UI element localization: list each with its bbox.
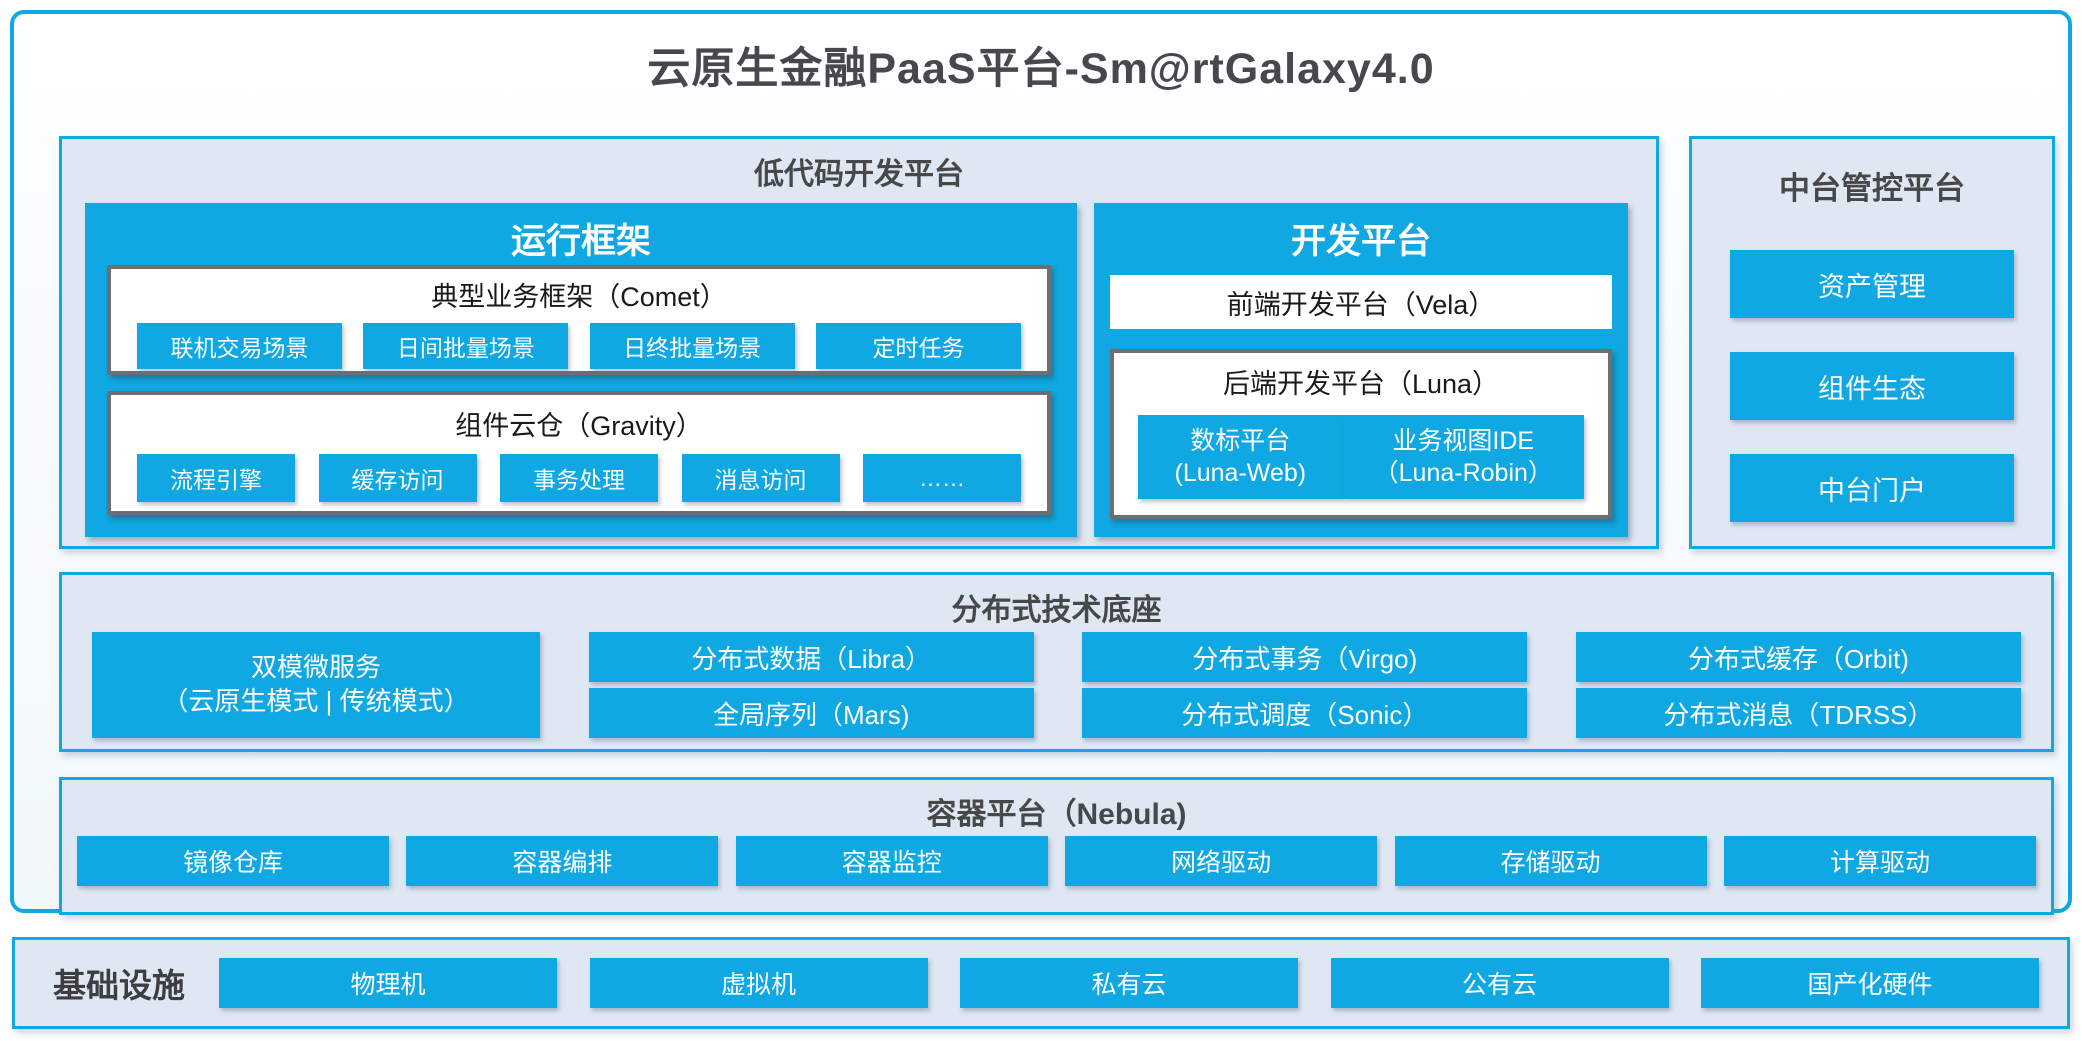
distributed-column-1: 分布式数据（Libra） 全局序列（Mars) (588, 632, 1034, 738)
infrastructure-label: 基础设施 (53, 967, 185, 1004)
luna-web-line2: (Luna-Web) (1174, 459, 1307, 487)
midoffice-control-title: 中台管控平台 (1779, 171, 1965, 206)
component-cache-access: 缓存访问 (318, 454, 477, 502)
dual-mode-line1: 双模微服务 (250, 652, 381, 683)
asset-management-block: 资产管理 (1730, 250, 2014, 318)
dev-platform-title: 开发平台 (1290, 222, 1431, 261)
vela-frontend-label: 前端开发平台（Vela） (1226, 289, 1496, 320)
luna-backend-title: 后端开发平台（Luna） (1222, 369, 1500, 399)
compute-driver-block: 计算驱动 (1723, 836, 2036, 886)
luna-web-line1: 数标平台 (1190, 426, 1291, 455)
private-cloud-block: 私有云 (960, 958, 1298, 1008)
comet-framework-box: 典型业务框架（Comet） 联机交易场景 日间批量场景 日终批量场景 定时任务 (107, 265, 1051, 375)
gravity-warehouse-title: 组件云仓（Gravity） (455, 411, 703, 441)
midoffice-portal-block: 中台门户 (1730, 454, 2014, 522)
distributed-base-title: 分布式技术底座 (951, 594, 1162, 627)
luna-robin-line1: 业务视图IDE (1392, 426, 1535, 455)
infrastructure-items-row: 物理机 虚拟机 私有云 公有云 国产化硬件 (219, 958, 2039, 1008)
luna-robin-ide: 业务视图IDE （Luna-Robin） (1342, 415, 1584, 499)
scenario-end-of-day-batch: 日终批量场景 (589, 323, 795, 369)
luna-items-row: 数标平台 (Luna-Web) 业务视图IDE （Luna-Robin） (1138, 415, 1584, 499)
page-title: 云原生金融PaaS平台-Sm@rtGalaxy4.0 (647, 45, 1435, 93)
comet-items-row: 联机交易场景 日间批量场景 日终批量场景 定时任务 (111, 314, 1047, 369)
container-platform-panel: 容器平台（Nebula) 镜像仓库 容器编排 容器监控 网络驱动 存储驱动 计算… (59, 777, 2054, 915)
distributed-message-tdrss: 分布式消息（TDRSS） (1575, 688, 2021, 738)
distributed-cache-orbit: 分布式缓存（Orbit) (1575, 632, 2021, 682)
component-process-engine: 流程引擎 (137, 454, 295, 502)
component-ellipsis: …… (863, 454, 1021, 502)
distributed-scheduling-sonic: 分布式调度（Sonic） (1082, 688, 1528, 738)
comet-framework-title: 典型业务框架（Comet） (431, 282, 727, 312)
container-monitoring-block: 容器监控 (735, 836, 1048, 886)
runtime-framework-title: 运行框架 (510, 222, 651, 261)
network-driver-block: 网络驱动 (1065, 836, 1378, 886)
vela-frontend-box: 前端开发平台（Vela） (1110, 275, 1612, 329)
scenario-online-transaction: 联机交易场景 (137, 323, 342, 369)
virtual-machine-block: 虚拟机 (589, 958, 928, 1008)
global-sequence-mars: 全局序列（Mars) (588, 688, 1034, 738)
dual-mode-line2: （云原生模式 | 传统模式） (162, 686, 470, 716)
luna-backend-box: 后端开发平台（Luna） 数标平台 (Luna-Web) 业务视图IDE （Lu… (1110, 349, 1612, 519)
physical-machine-block: 物理机 (219, 958, 557, 1008)
container-items-row: 镜像仓库 容器编排 容器监控 网络驱动 存储驱动 计算驱动 (77, 836, 2036, 886)
component-ecosystem-block: 组件生态 (1730, 352, 2014, 420)
gravity-items-row: 流程引擎 缓存访问 事务处理 消息访问 …… (111, 443, 1047, 502)
domestic-hardware-block: 国产化硬件 (1701, 958, 2039, 1008)
runtime-framework-block: 运行框架 典型业务框架（Comet） 联机交易场景 日间批量场景 日终批量场景 … (85, 203, 1077, 537)
luna-web-platform: 数标平台 (Luna-Web) (1138, 415, 1343, 499)
infrastructure-panel: 基础设施 物理机 虚拟机 私有云 公有云 国产化硬件 (12, 937, 2070, 1029)
component-message-access: 消息访问 (681, 454, 840, 502)
component-transaction-processing: 事务处理 (500, 454, 658, 502)
luna-robin-line2: （Luna-Robin） (1373, 459, 1553, 487)
lowcode-platform-title: 低代码开发平台 (754, 158, 964, 191)
distributed-data-libra: 分布式数据（Libra） (588, 632, 1034, 682)
distributed-column-3: 分布式缓存（Orbit) 分布式消息（TDRSS） (1575, 632, 2021, 738)
scenario-daytime-batch: 日间批量场景 (363, 323, 569, 369)
lowcode-platform-panel: 低代码开发平台 运行框架 典型业务框架（Comet） 联机交易场景 日间批量场景… (59, 136, 1659, 549)
distributed-column-2: 分布式事务（Virgo) 分布式调度（Sonic） (1082, 632, 1528, 738)
container-orchestration-block: 容器编排 (406, 836, 719, 886)
midoffice-items-column: 资产管理 组件生态 中台门户 (1692, 250, 2052, 522)
container-platform-title: 容器平台（Nebula) (926, 798, 1187, 831)
distributed-items-row: 双模微服务 （云原生模式 | 传统模式） 分布式数据（Libra） 全局序列（M… (92, 632, 2021, 738)
public-cloud-block: 公有云 (1330, 958, 1669, 1008)
platform-outer-frame: 云原生金融PaaS平台-Sm@rtGalaxy4.0 低代码开发平台 运行框架 … (10, 10, 2072, 915)
dual-mode-microservice-block: 双模微服务 （云原生模式 | 传统模式） (92, 632, 540, 738)
scenario-scheduled-task: 定时任务 (815, 323, 1021, 369)
gravity-warehouse-box: 组件云仓（Gravity） 流程引擎 缓存访问 事务处理 消息访问 …… (107, 391, 1051, 515)
image-registry-block: 镜像仓库 (77, 836, 389, 886)
dev-platform-block: 开发平台 前端开发平台（Vela） 后端开发平台（Luna） 数标平台 (Lun… (1094, 203, 1628, 537)
midoffice-control-panel: 中台管控平台 资产管理 组件生态 中台门户 (1689, 136, 2055, 549)
storage-driver-block: 存储驱动 (1394, 836, 1707, 886)
distributed-base-panel: 分布式技术底座 双模微服务 （云原生模式 | 传统模式） 分布式数据（Libra… (59, 572, 2054, 752)
distributed-transaction-virgo: 分布式事务（Virgo) (1082, 632, 1528, 682)
